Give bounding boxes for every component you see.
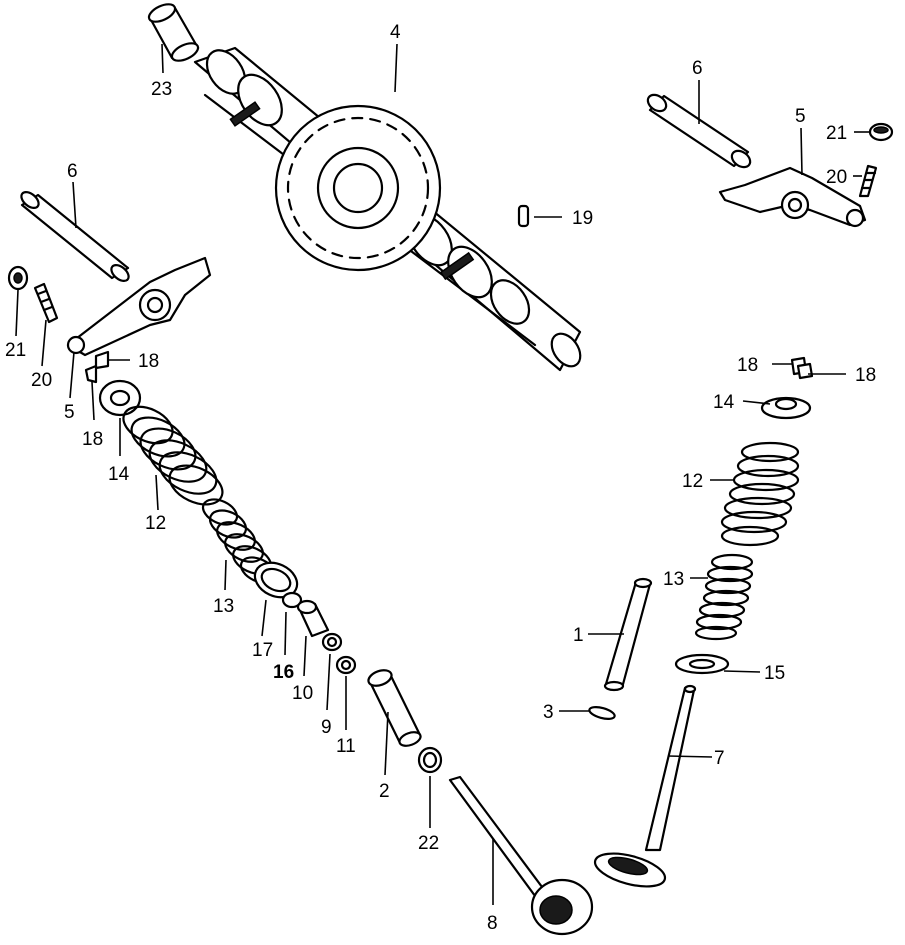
callout-19: 19 bbox=[572, 208, 593, 229]
adjuster-nut-left bbox=[7, 265, 29, 291]
valve-right bbox=[593, 684, 697, 888]
leader-lines bbox=[15, 43, 870, 905]
callout-14-left: 14 bbox=[108, 464, 130, 485]
callout-5-right: 5 bbox=[795, 106, 806, 127]
small-seal-ring bbox=[281, 591, 303, 609]
callout-14-right: 14 bbox=[713, 392, 735, 413]
o-ring bbox=[335, 655, 357, 675]
spring-seat-washer bbox=[253, 561, 299, 599]
spring-retainer-left bbox=[98, 379, 142, 417]
callout-17: 17 bbox=[252, 640, 273, 661]
callout-7: 7 bbox=[714, 748, 725, 769]
valve-cotter-right bbox=[790, 356, 814, 380]
guide-clip-right bbox=[588, 706, 616, 720]
callout-13-right: 13 bbox=[663, 569, 684, 590]
inner-valve-spring-right bbox=[694, 553, 754, 641]
valve-guide bbox=[367, 669, 422, 747]
callout-10: 10 bbox=[292, 683, 313, 704]
dowel-pin bbox=[517, 204, 530, 228]
guide-o-ring bbox=[417, 746, 443, 774]
callout-21-left: 21 bbox=[5, 340, 26, 361]
valve-cotter-left bbox=[84, 350, 110, 384]
callout-21-right: 21 bbox=[826, 123, 847, 144]
callout-20-left: 20 bbox=[31, 370, 52, 391]
callout-8: 8 bbox=[487, 913, 498, 934]
camshaft-end-sleeve bbox=[147, 3, 200, 62]
callout-18-right-a: 18 bbox=[737, 355, 758, 376]
callout-6-right: 6 bbox=[692, 58, 703, 79]
callout-18-left-b: 18 bbox=[82, 429, 103, 450]
callout-22: 22 bbox=[418, 833, 439, 854]
callout-12-left: 12 bbox=[145, 513, 166, 534]
spring-retainer-right bbox=[760, 396, 812, 420]
spring-seat-right bbox=[674, 653, 730, 675]
callout-11: 11 bbox=[336, 736, 356, 757]
rocker-arm-right bbox=[718, 166, 867, 228]
callout-2: 2 bbox=[379, 781, 390, 802]
rocker-arm-shaft-left bbox=[20, 190, 130, 283]
outer-valve-spring-right bbox=[720, 441, 800, 547]
adjuster-screw-left bbox=[33, 282, 59, 324]
callout-1: 1 bbox=[573, 625, 584, 646]
valve-guide-right bbox=[603, 577, 653, 692]
callout-16: 16 bbox=[273, 662, 294, 683]
valve-left bbox=[448, 775, 594, 936]
rocker-arm-shaft-right bbox=[646, 93, 752, 169]
rocker-arm-left bbox=[66, 256, 212, 357]
outer-valve-spring-left bbox=[122, 405, 224, 506]
callouts: 4 23 6 5 21 20 19 6 21 20 5 18 18 14 12 … bbox=[5, 22, 876, 934]
callout-9: 9 bbox=[321, 717, 332, 738]
inner-valve-spring-left bbox=[201, 498, 277, 584]
callout-23: 23 bbox=[151, 79, 172, 100]
guide-clip bbox=[321, 632, 343, 652]
callout-13-left: 13 bbox=[213, 596, 234, 617]
camshaft bbox=[193, 46, 582, 372]
callout-18-right-b: 18 bbox=[855, 365, 876, 386]
callout-4: 4 bbox=[390, 22, 401, 43]
callout-20-right: 20 bbox=[826, 167, 847, 188]
adjuster-screw-right bbox=[858, 164, 878, 198]
callout-6-left: 6 bbox=[67, 161, 78, 182]
adjuster-nut-right bbox=[868, 122, 894, 142]
valve-stem-seal bbox=[296, 599, 330, 638]
callout-3: 3 bbox=[543, 702, 554, 723]
callout-18-left-a: 18 bbox=[138, 351, 159, 372]
callout-15: 15 bbox=[764, 663, 785, 684]
callout-5-left: 5 bbox=[64, 402, 75, 423]
callout-12-right: 12 bbox=[682, 471, 703, 492]
